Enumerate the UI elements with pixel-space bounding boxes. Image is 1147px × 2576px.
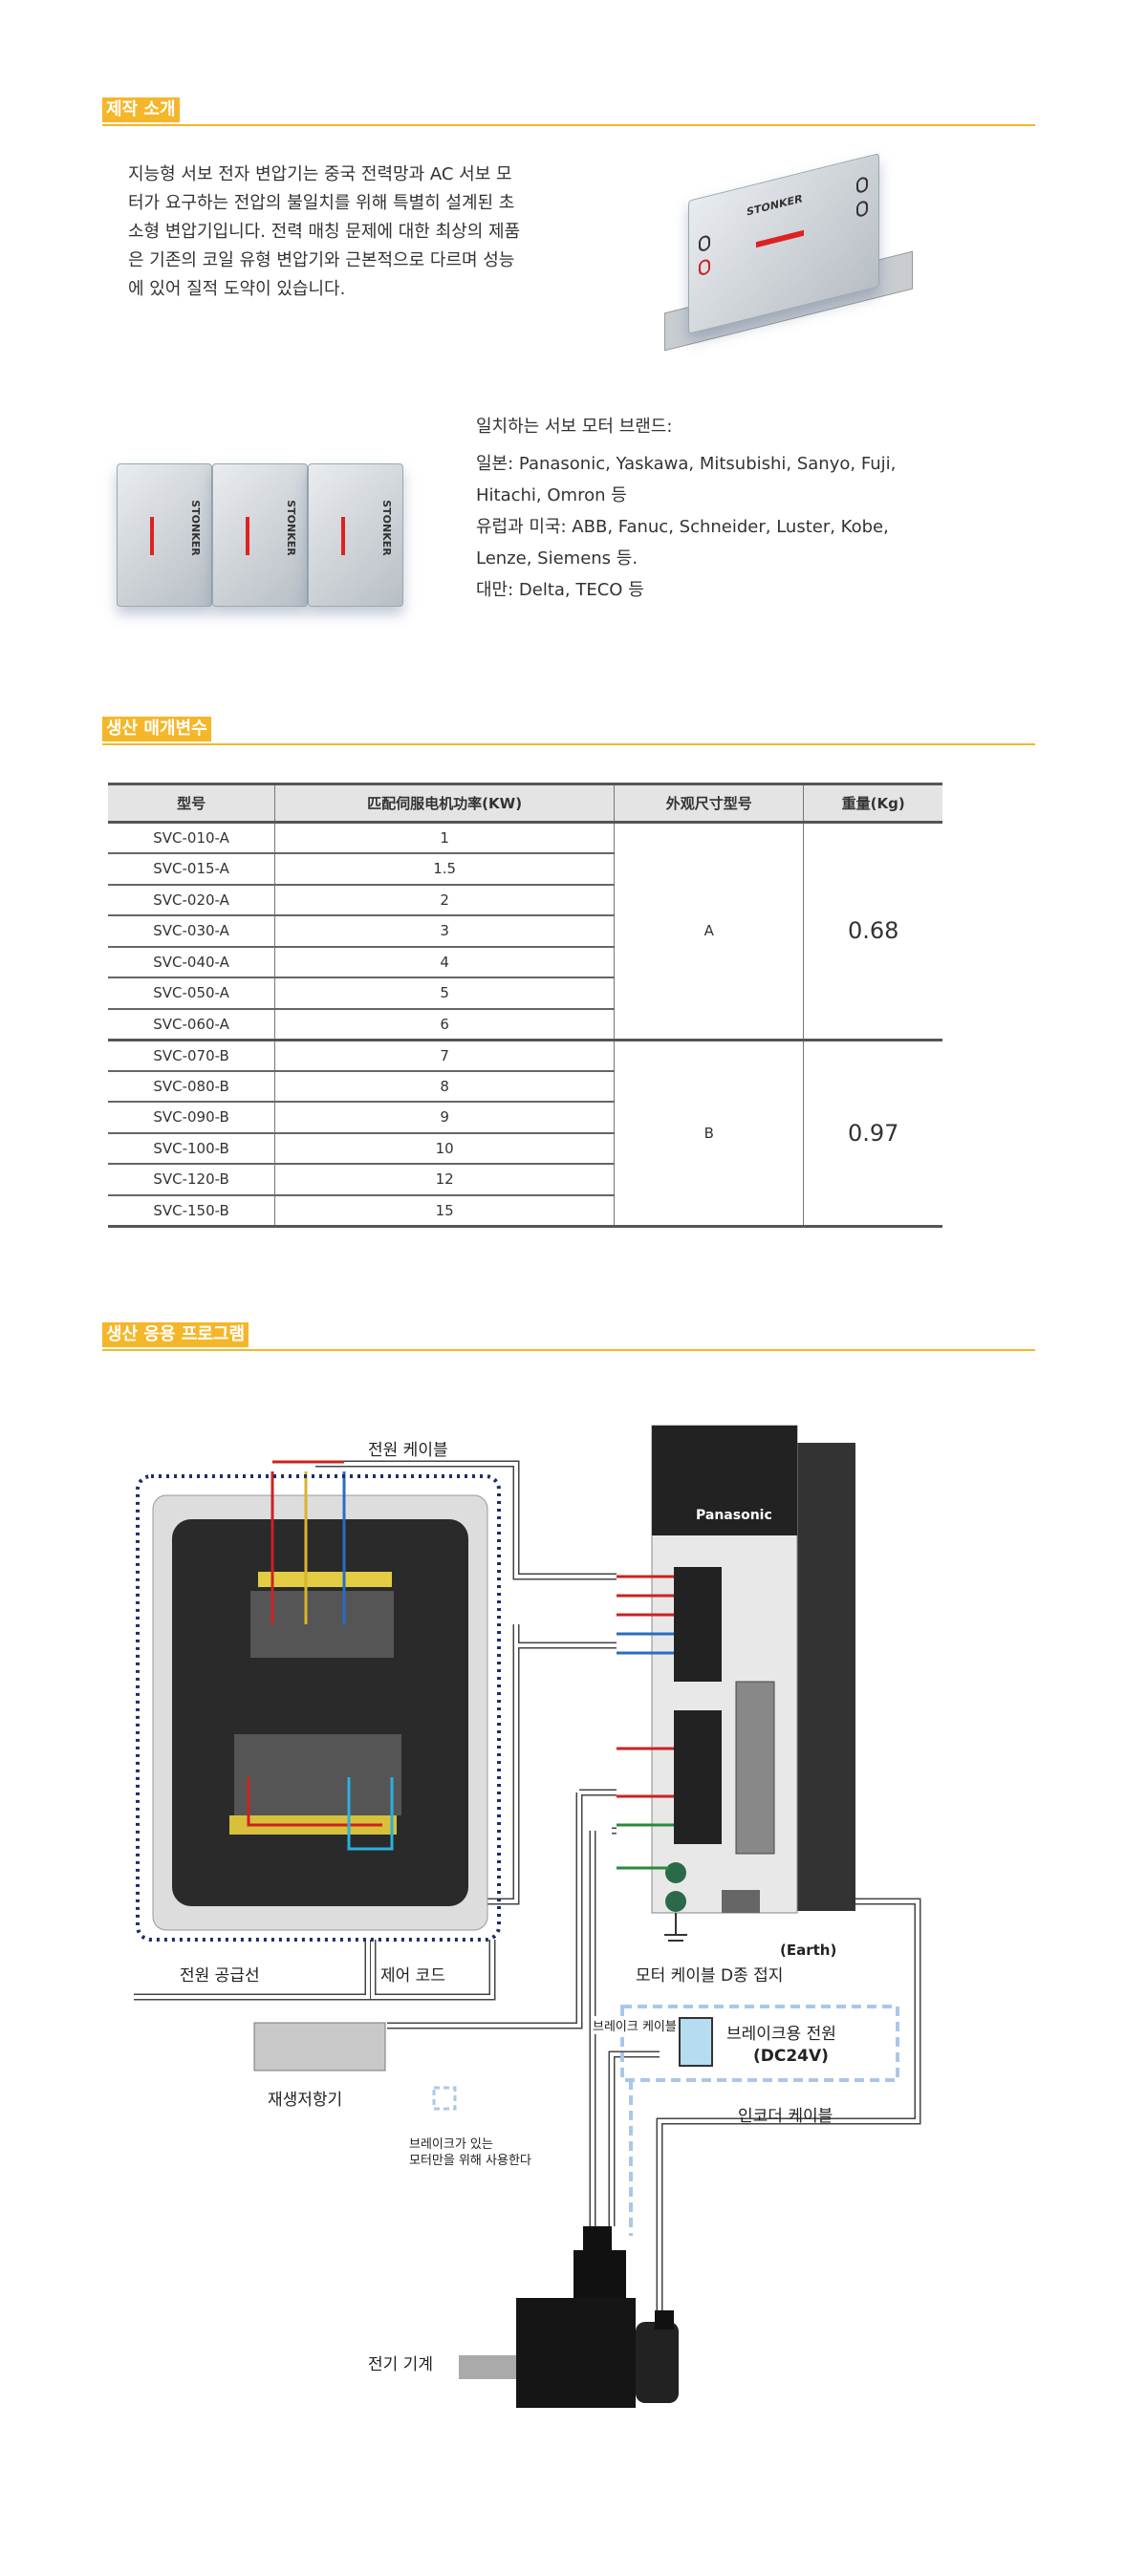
intro-line: 에 있어 질적 도약이 있습니다.	[128, 279, 346, 299]
col-header-power: 匹配伺服电机功率(KW)	[274, 783, 615, 824]
cell-power: 12	[274, 1164, 615, 1196]
cell-power: 10	[274, 1132, 615, 1165]
section-title: 제작 소개	[102, 97, 180, 122]
cell-model: SVC-020-A	[108, 884, 275, 916]
label-ground: 모터 케이블 D종 접지	[636, 1966, 784, 1986]
cell-power: 1	[274, 822, 615, 854]
col-header-weight: 重量(Kg)	[803, 783, 942, 824]
label-encoder-cable: 인코더 케이블	[738, 2107, 833, 2126]
label-brake-voltage: (DC24V)	[753, 2047, 829, 2066]
dotted-boundary	[136, 1474, 501, 1942]
label-control-cord: 제어 코드	[380, 1966, 445, 1986]
label-motor: 전기 기계	[368, 2355, 433, 2374]
cell-model: SVC-050-A	[108, 977, 275, 1010]
cell-model: SVC-150-B	[108, 1194, 275, 1228]
cell-power: 9	[274, 1102, 615, 1134]
label-earth: (Earth)	[780, 1942, 837, 1959]
brand-line: 일본: Panasonic, Yaskawa, Mitsubishi, Sany…	[476, 454, 897, 474]
drive-brand: Panasonic	[696, 1508, 772, 1523]
intro-line: 소형 변압기입니다. 전력 매칭 문제에 대한 최상의 제품	[128, 222, 521, 242]
regen-resistor	[253, 2022, 386, 2072]
brand-line: 대만: Delta, TECO 등	[476, 580, 644, 600]
servo-drive	[617, 1425, 855, 1942]
cell-power: 1.5	[274, 853, 615, 886]
brake-note-line: 모터만을 위해 사용한다	[409, 2154, 531, 2168]
intro-paragraph: 지능형 서보 전자 변압기는 중국 전력망과 AC 서보 모 터가 요구하는 전…	[128, 161, 596, 304]
cell-model: SVC-070-B	[108, 1040, 275, 1072]
cell-model: SVC-090-B	[108, 1102, 275, 1134]
col-header-size: 外观尺寸型号	[614, 783, 804, 824]
label-power-cable: 전원 케이블	[368, 1441, 448, 1460]
cell-model: SVC-080-B	[108, 1070, 275, 1103]
label-brake-power: 브레이크용 전원	[726, 2025, 836, 2044]
cell-power: 15	[274, 1194, 615, 1228]
cell-size: B	[614, 1040, 804, 1228]
label-power-supply: 전원 공급선	[180, 1966, 260, 1986]
intro-line: 터가 요구하는 전압의 불일치를 위해 특별히 설계된 초	[128, 193, 515, 213]
cell-model: SVC-100-B	[108, 1132, 275, 1165]
product-group-image: STONKER STONKER STONKER	[117, 463, 403, 621]
cell-power: 2	[274, 884, 615, 916]
brand-title: 일치하는 서보 모터 브랜드:	[476, 417, 673, 437]
cell-power: 8	[274, 1070, 615, 1103]
brake-note: 브레이크가 있는 모터만을 위해 사용한다	[409, 2136, 531, 2169]
cell-size: A	[614, 822, 804, 1041]
cell-weight: 0.97	[803, 1040, 942, 1228]
cell-model: SVC-040-A	[108, 946, 275, 978]
section-title: 생산 매개변수	[102, 717, 211, 741]
cell-model: SVC-010-A	[108, 822, 275, 854]
section-header-application: 생산 응용 프로그램	[102, 1322, 1035, 1351]
brake-power-box	[679, 2017, 713, 2067]
section-title: 생산 응용 프로그램	[102, 1322, 249, 1347]
label-brake-cable: 브레이크 케이블	[593, 2016, 677, 2034]
intro-line: 지능형 서보 전자 변압기는 중국 전력망과 AC 서보 모	[128, 164, 512, 184]
brand-line: Hitachi, Omron 등	[476, 485, 627, 505]
terminal-box	[152, 1460, 488, 1931]
cell-power: 5	[274, 977, 615, 1010]
cell-model: SVC-060-A	[108, 1008, 275, 1041]
cell-power: 6	[274, 1008, 615, 1041]
servo-motor	[459, 2226, 679, 2408]
brand-line: Lenze, Siemens 등.	[476, 548, 638, 569]
brand-line: 유럽과 미국: ABB, Fanuc, Schneider, Luster, K…	[476, 517, 889, 537]
cell-model: SVC-015-A	[108, 853, 275, 886]
cell-model: SVC-120-B	[108, 1164, 275, 1196]
brand-list: 일치하는 서보 모터 브랜드: 일본: Panasonic, Yaskawa, …	[476, 411, 935, 606]
section-header-intro: 제작 소개	[102, 97, 1035, 126]
cell-power: 4	[274, 946, 615, 978]
intro-line: 은 기존의 코일 유형 변압기와 근본적으로 다르며 성능	[128, 250, 515, 270]
cell-weight: 0.68	[803, 822, 942, 1041]
cell-model: SVC-030-A	[108, 915, 275, 948]
label-regen-resistor: 재생저항기	[268, 2091, 343, 2110]
section-header-params: 생산 매개변수	[102, 717, 1035, 745]
cell-power: 7	[274, 1040, 615, 1072]
col-header-model: 型号	[108, 783, 275, 824]
brake-note-line: 브레이크가 있는	[409, 2137, 493, 2152]
cell-power: 3	[274, 915, 615, 948]
